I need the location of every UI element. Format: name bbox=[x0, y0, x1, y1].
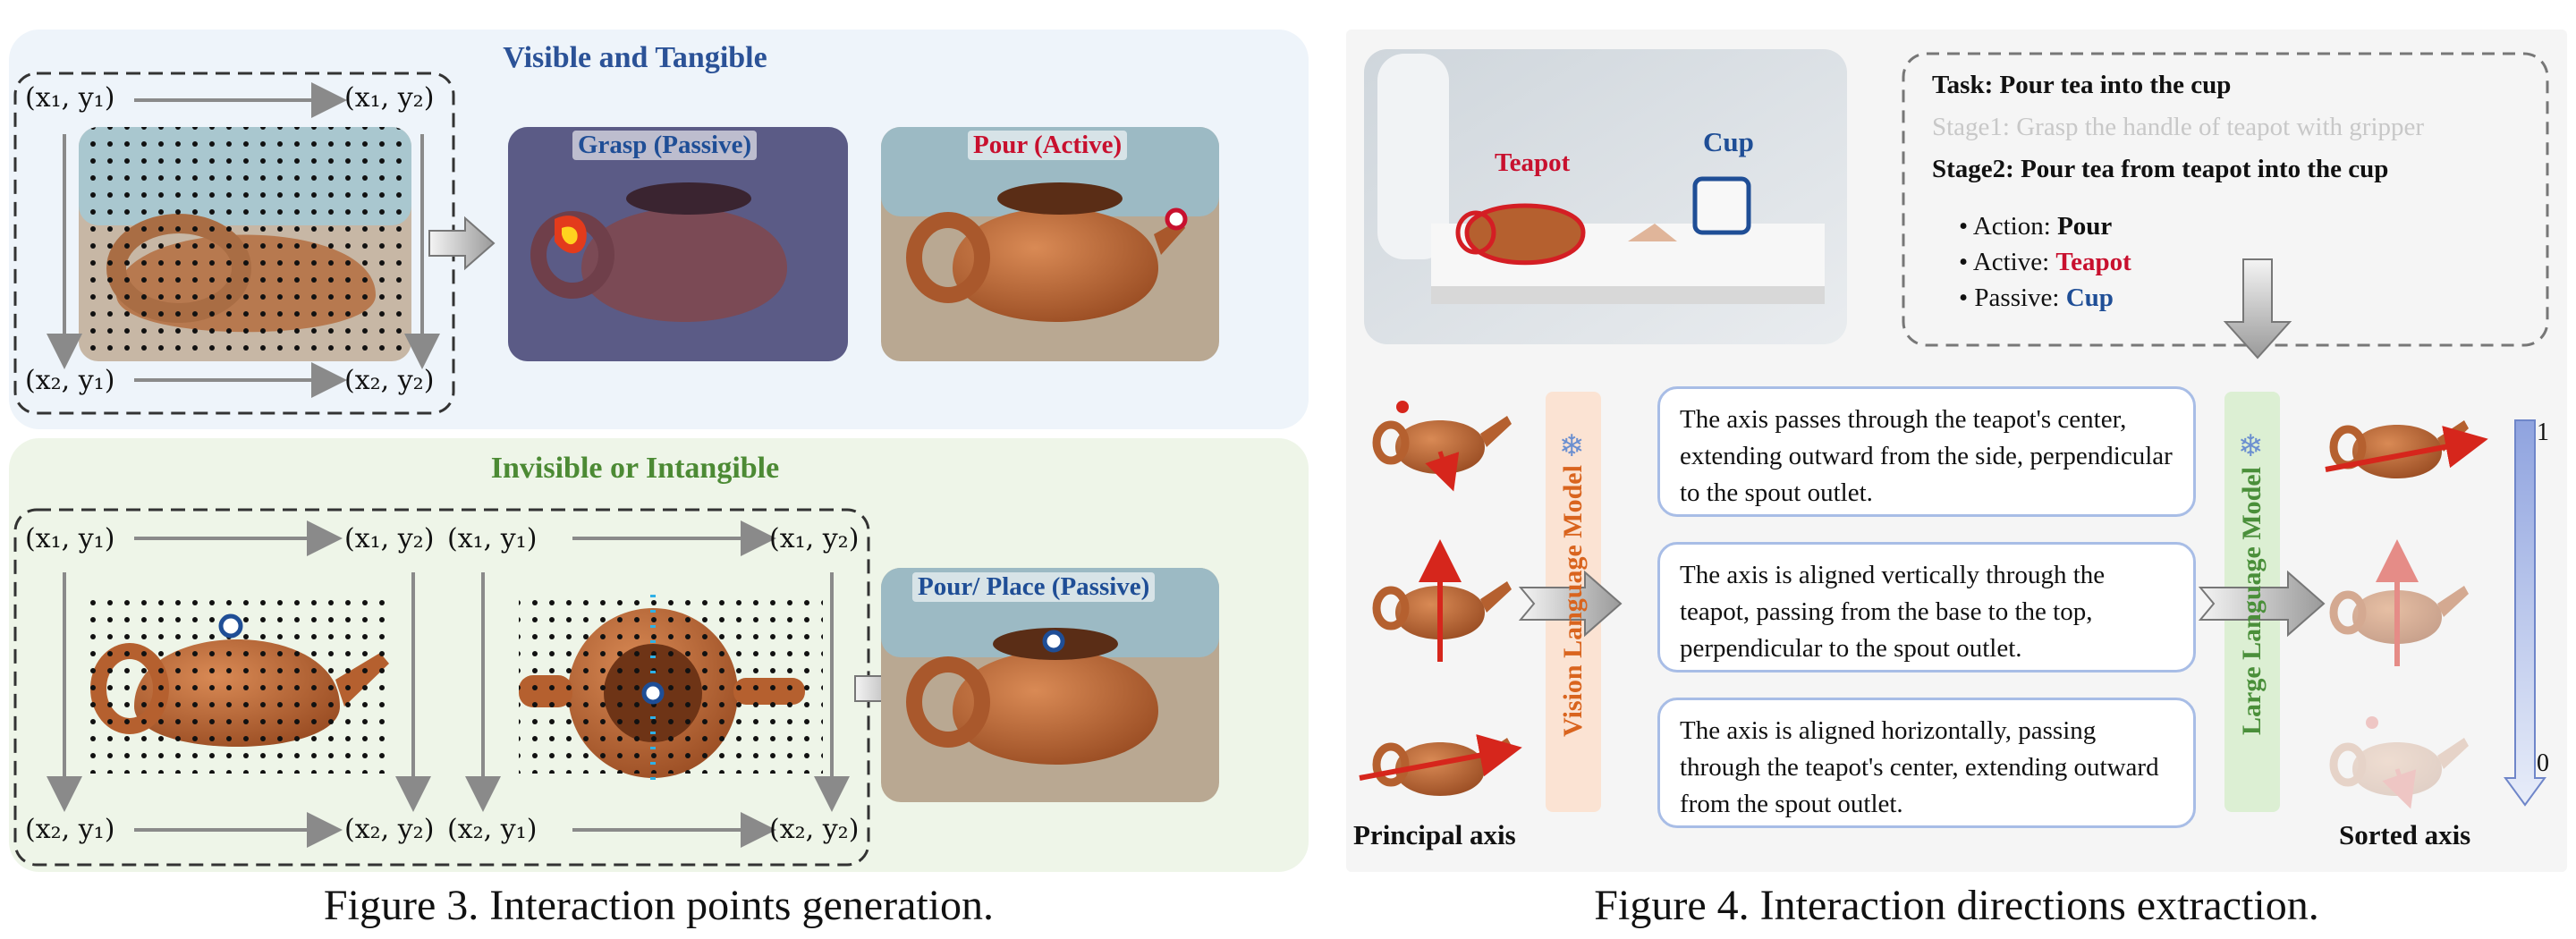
scene-image bbox=[1364, 49, 1847, 344]
bottom-dashed-box bbox=[13, 508, 870, 867]
side-view-pointcloud bbox=[89, 595, 394, 774]
llm-label: Large Language Model bbox=[2237, 467, 2267, 735]
principal-teapot-1 bbox=[1372, 401, 1512, 492]
task-passive: • Passive: Cup bbox=[1959, 283, 2114, 312]
figure4-caption: Figure 4. Interaction directions extract… bbox=[1594, 882, 2319, 929]
coord-br-x1y1: (x₁, y₁) bbox=[447, 523, 538, 554]
task-stage1: Stage1: Grasp the handle of teapot with … bbox=[1932, 113, 2425, 141]
task-action: • Action: Pour bbox=[1959, 212, 2113, 241]
figure3-caption: Figure 3. Interaction points generation. bbox=[323, 882, 995, 929]
scale-top-label: 1 bbox=[2537, 419, 2549, 446]
pour-place-image bbox=[881, 568, 1219, 802]
invisible-panel-title: Invisible or Intangible bbox=[490, 452, 780, 485]
snowflake-icon: ❄ bbox=[1559, 430, 1585, 463]
sorted-teapot-2 bbox=[2329, 539, 2469, 666]
snowflake-icon-2: ❄ bbox=[2238, 430, 2264, 463]
top-transition-arrow bbox=[428, 216, 496, 271]
coord-top-x1y1: (x₁, y₁) bbox=[25, 82, 115, 114]
top-view-pointcloud bbox=[519, 595, 823, 782]
scene-cup-label: Cup bbox=[1703, 126, 1754, 157]
pour-place-label: Pour/ Place (Passive) bbox=[912, 572, 1156, 602]
scene-teapot-label: Teapot bbox=[1495, 148, 1571, 177]
task-stage2: Stage2: Pour tea from teapot into the cu… bbox=[1932, 155, 2389, 183]
coord-br-x2y2: (x₂, y₂) bbox=[769, 814, 860, 845]
coord-br-x2y1: (x₂, y₁) bbox=[447, 814, 538, 845]
principal-teapot-3 bbox=[1359, 734, 1522, 796]
principal-teapot-2 bbox=[1372, 539, 1512, 662]
score-scale-bar bbox=[2504, 419, 2546, 807]
coord-bl-x1y2: (x₁, y₂) bbox=[344, 523, 435, 554]
top-source-image bbox=[79, 127, 411, 361]
coord-bl-x1y1: (x₁, y₁) bbox=[25, 523, 115, 554]
coord-br-x1y2: (x₁, y₂) bbox=[769, 523, 860, 554]
task-active: • Active: Teapot bbox=[1959, 248, 2131, 276]
coord-bl-x2y1: (x₂, y₁) bbox=[25, 814, 115, 845]
scale-bottom-label: 0 bbox=[2537, 749, 2549, 777]
visible-panel-title: Visible and Tangible bbox=[503, 41, 767, 74]
coord-top-x2y1: (x₂, y₁) bbox=[25, 365, 115, 396]
coord-top-x2y2: (x₂, y₂) bbox=[344, 365, 435, 396]
principal-axis-label: Principal axis bbox=[1353, 819, 1516, 850]
sorted-axis-label: Sorted axis bbox=[2339, 819, 2471, 850]
coord-bl-x2y2: (x₂, y₂) bbox=[344, 814, 435, 845]
axis-description-2: The axis is aligned vertically through t… bbox=[1657, 542, 2196, 673]
sorted-teapot-3 bbox=[2329, 716, 2469, 809]
llm-arrow bbox=[2198, 570, 2326, 638]
task-title: Task: Pour tea into the cup bbox=[1932, 71, 2232, 99]
pour-image bbox=[881, 127, 1219, 361]
vlm-arrow bbox=[1518, 570, 1623, 638]
grasp-label: Grasp (Passive) bbox=[572, 131, 758, 160]
sorted-teapot-1 bbox=[2325, 420, 2488, 478]
task-box bbox=[1902, 52, 2549, 347]
axis-description-3: The axis is aligned horizontally, passin… bbox=[1657, 698, 2196, 828]
grasp-image bbox=[508, 127, 848, 361]
task-down-arrow bbox=[2223, 258, 2292, 360]
vlm-label: Vision Language Model bbox=[1558, 465, 1588, 737]
pour-active-label: Pour (Active) bbox=[968, 131, 1128, 160]
coord-top-x1y2: (x₁, y₂) bbox=[344, 82, 435, 114]
axis-description-1: The axis passes through the teapot's cen… bbox=[1657, 386, 2196, 517]
